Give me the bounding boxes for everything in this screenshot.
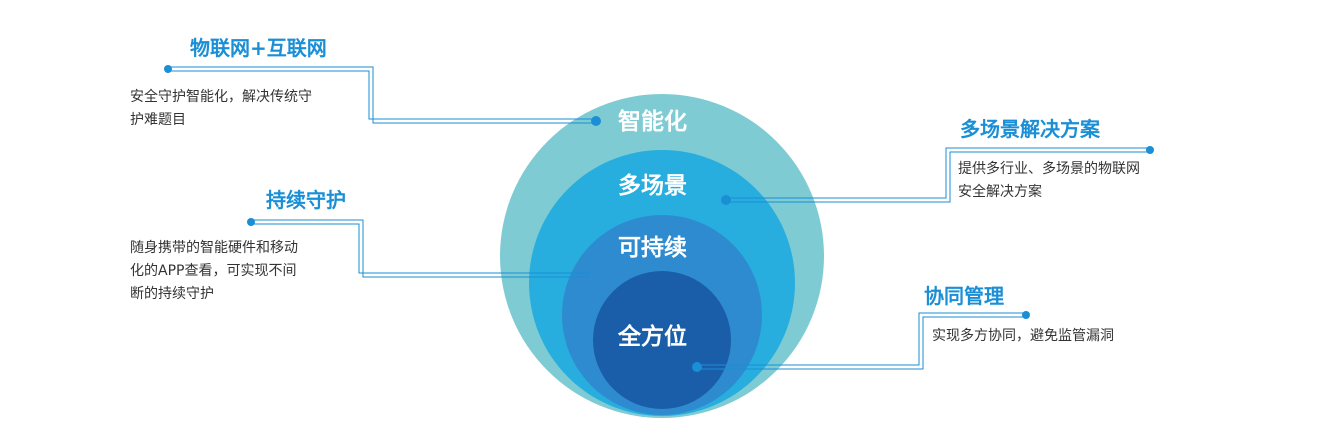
connector-continuous-end-dot xyxy=(589,270,599,280)
ring-outer-label: 智能化 xyxy=(618,109,687,135)
callout-continuous-line: 化的APP查看，可实现不间 xyxy=(130,263,297,279)
connector-continuous-start-dot xyxy=(247,218,255,226)
callout-collab-line: 实现多方协同，避免监管漏洞 xyxy=(932,328,1114,344)
callout-collab-description: 实现多方协同，避免监管漏洞 xyxy=(932,325,1114,348)
connector-scenario-end-dot xyxy=(1146,146,1154,154)
callout-continuous-title: 持续守护 xyxy=(266,188,346,212)
connector-collab-end-dot xyxy=(1022,311,1030,319)
callout-iot-title: 物联网+互联网 xyxy=(190,36,327,60)
callout-scenario-line: 提供多行业、多场景的物联网 xyxy=(958,161,1140,177)
callout-scenario-title: 多场景解决方案 xyxy=(960,117,1100,141)
connector-scenario-start-dot xyxy=(721,195,731,205)
callout-scenario-line: 安全解决方案 xyxy=(958,184,1042,200)
connector-iot xyxy=(168,66,596,124)
callout-continuous-line: 随身携带的智能硬件和移动 xyxy=(130,240,298,256)
callout-collab-title: 协同管理 xyxy=(924,284,1004,308)
connector-iot-start-dot xyxy=(164,65,172,73)
callout-iot-line: 安全守护智能化，解决传统守 xyxy=(130,89,312,105)
callout-iot-line: 护难题目 xyxy=(130,112,186,128)
ring-third-label: 可持续 xyxy=(618,235,687,261)
connector-collab xyxy=(697,312,1026,370)
connector-collab-start-dot xyxy=(692,362,702,372)
ring-inner xyxy=(593,271,731,409)
ring-second-label: 多场景 xyxy=(618,173,687,199)
callout-iot-description: 安全守护智能化，解决传统守 护难题目 xyxy=(130,86,312,132)
callout-continuous-description: 随身携带的智能硬件和移动 化的APP查看，可实现不间 断的持续守护 xyxy=(130,237,298,306)
connector-continuous xyxy=(251,219,594,278)
connector-iot-end-dot xyxy=(591,116,601,126)
callout-scenario-description: 提供多行业、多场景的物联网 安全解决方案 xyxy=(958,158,1140,204)
ring-inner-label: 全方位 xyxy=(618,324,687,350)
connector-scenario xyxy=(726,147,1150,203)
callout-continuous-line: 断的持续守护 xyxy=(130,286,214,302)
